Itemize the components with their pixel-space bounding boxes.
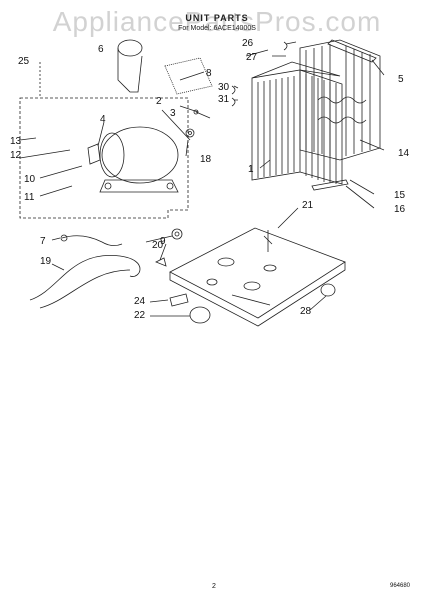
plate-drawing xyxy=(164,57,213,95)
wheel-28-drawing xyxy=(320,283,336,297)
callout-19: 19 xyxy=(40,256,52,267)
callout-27: 27 xyxy=(246,52,258,63)
callout-10: 10 xyxy=(24,174,36,185)
callout-16: 16 xyxy=(394,204,406,215)
callout-7: 7 xyxy=(40,236,46,247)
callout-30: 30 xyxy=(218,82,230,93)
callout-31: 31 xyxy=(218,94,230,105)
callout-5: 5 xyxy=(398,74,404,85)
callout-11: 11 xyxy=(24,192,35,203)
page-number: 2 xyxy=(212,583,216,590)
callout-24: 24 xyxy=(134,296,146,307)
callout-20: 20 xyxy=(152,240,164,251)
callout-labels: 25 2 3 4 8 18 13 12 10 11 26 27 30 31 5 … xyxy=(10,38,410,321)
callout-6: 6 xyxy=(98,44,104,55)
diagram-model: For Model: 6ACE14000S xyxy=(178,25,256,32)
callout-1: 1 xyxy=(248,164,254,175)
wire-harness-drawing xyxy=(29,255,141,309)
callout-2: 2 xyxy=(156,96,162,107)
callout-28: 28 xyxy=(300,306,312,317)
drawing-number: 964680 xyxy=(390,583,411,589)
callout-25: 25 xyxy=(18,56,30,67)
callout-18: 18 xyxy=(200,154,212,165)
callout-4: 4 xyxy=(100,114,106,125)
callout-14: 14 xyxy=(398,148,410,159)
callout-13: 13 xyxy=(10,136,22,147)
callout-15: 15 xyxy=(394,190,406,201)
compressor-drawing xyxy=(87,126,179,193)
callout-21: 21 xyxy=(302,200,314,211)
callout-9: 9 xyxy=(160,236,166,247)
power-cord-drawing xyxy=(61,235,123,246)
callout-12: 12 xyxy=(10,150,22,161)
callout-22: 22 xyxy=(134,310,146,321)
callout-3: 3 xyxy=(170,108,176,119)
diagram-title: UNIT PARTS xyxy=(185,13,249,23)
callout-8: 8 xyxy=(206,68,212,79)
callout-26: 26 xyxy=(242,38,254,49)
shroud-drawing xyxy=(117,39,143,93)
subassembly-boundary xyxy=(19,97,189,219)
condenser-coil-drawing xyxy=(251,61,343,185)
wheel-22-drawing xyxy=(189,306,211,324)
base-pan-drawing xyxy=(169,227,346,327)
